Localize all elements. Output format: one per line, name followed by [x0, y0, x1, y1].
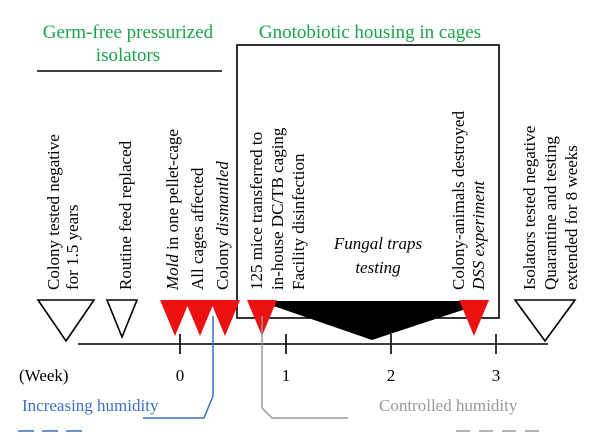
tick-label-1: 1: [282, 366, 291, 385]
marker-all-cages: [185, 300, 215, 336]
label-isolators-tested-3: extended for 8 weeks: [562, 145, 581, 290]
tick-label-3: 3: [492, 366, 501, 385]
label-mice-transferred-1: 125 mice transferred to: [247, 132, 266, 290]
label-mice-transferred-2: in-house DC/TB caging: [268, 127, 287, 290]
marker-feed-replaced: [105, 299, 139, 340]
label-dss-experiment: DSS experiment: [469, 180, 488, 291]
label-isolators-tested-1: Isolators tested negative: [520, 126, 539, 290]
marker-colony-dismantled: [210, 300, 240, 336]
header-gnotobiotic: Gnotobiotic housing in cages: [259, 22, 481, 43]
header-isolators-line1: Germ-free pressurized: [43, 22, 214, 43]
label-colony-dismantled: Colony dismantled: [213, 161, 232, 290]
fungal-traps-period: [259, 301, 490, 340]
marker-colony-destroyed: [459, 300, 489, 336]
label-fungal-traps-1: Fungal traps: [333, 234, 423, 253]
label-mold: Mold in one pellet-cage: [163, 129, 182, 291]
increasing-humidity-label: Increasing humidity: [22, 396, 159, 415]
label-facility-disinfection: Facility disinfection: [289, 153, 308, 290]
header-isolators-line2: isolators: [96, 45, 160, 66]
label-all-cages: All cages affected: [188, 167, 207, 290]
marker-isolators-tested: [513, 299, 577, 343]
label-feed-replaced: Routine feed replaced: [116, 140, 135, 290]
label-colony-tested-2: for 1.5 years: [63, 205, 82, 290]
label-isolators-tested-2: Quarantine and testing: [541, 136, 560, 290]
label-fungal-traps-2: testing: [355, 258, 400, 277]
label-colony-tested-1: Colony tested negative: [44, 134, 63, 290]
increasing-humidity-bracket: [143, 316, 214, 419]
label-colony-destroyed: Colony-animals destroyed: [449, 111, 468, 290]
controlled-humidity-label: Controlled humidity: [379, 396, 518, 415]
axis-unit-label: (Week): [19, 366, 69, 385]
tick-label-0: 0: [176, 366, 185, 385]
marker-mold: [160, 300, 190, 336]
marker-colony-tested: [36, 299, 96, 343]
controlled-humidity-bracket: [261, 316, 348, 419]
tick-label-2: 2: [387, 366, 396, 385]
